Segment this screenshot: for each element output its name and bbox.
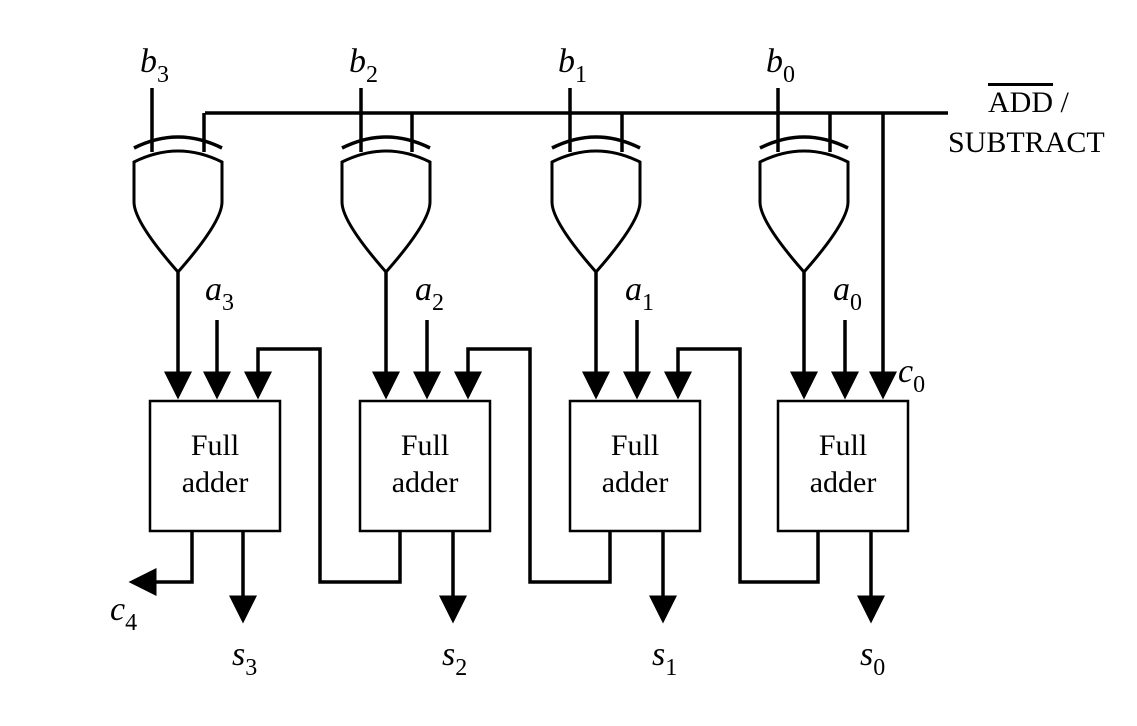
carry-chain-wire (454, 347, 612, 584)
a-input-label: a1 (625, 271, 654, 316)
carry-out-wire (128, 532, 194, 596)
xor-gate-extra-arc (551, 135, 641, 150)
full-adder-label-line2: adder (810, 466, 877, 499)
xor-gate-extra-arc (759, 135, 849, 150)
a-input-label: a3 (205, 271, 234, 316)
xor-gate (550, 149, 642, 275)
adder-stages: Full adder b3 a3 s3 Full adder b2 a2 s2 Full adder b… (132, 43, 910, 681)
add-label: ADD (988, 86, 1053, 119)
sum-output-label: s1 (652, 636, 677, 681)
carry-chain-wire (664, 347, 820, 584)
xor-gate (132, 149, 224, 275)
b-input-label: b3 (140, 43, 169, 88)
full-adder-box (568, 399, 702, 533)
xor-gate-extra-arc (133, 135, 223, 150)
full-adder-label-line1: Full (819, 429, 867, 462)
stage-3: Full adder b0 a0 s0 (758, 43, 910, 681)
a-input-label: a2 (415, 271, 444, 316)
subtract-label: SUBTRACT (948, 126, 1105, 159)
full-adder-label-line1: Full (401, 429, 449, 462)
full-adder-box (358, 399, 492, 533)
stage-1: Full adder b2 a2 s2 (340, 43, 612, 681)
full-adder-label-line2: adder (182, 466, 249, 499)
b-input-label: b1 (558, 43, 587, 88)
b-input-label: b0 (766, 43, 795, 88)
carry-out-label: c4 (110, 591, 137, 636)
b-input-label: b2 (349, 43, 378, 88)
full-adder-label-line1: Full (191, 429, 239, 462)
full-adder-box (776, 399, 910, 533)
xor-gate (758, 149, 850, 275)
xor-gate-extra-arc (341, 135, 431, 150)
carry-in-label: c0 (898, 353, 925, 398)
carry-chain-wire (244, 347, 402, 584)
add-label-slash: / (1053, 86, 1070, 119)
sum-output-label: s2 (442, 636, 467, 681)
full-adder-label-line1: Full (611, 429, 659, 462)
sum-output-label: s0 (860, 636, 885, 681)
add-subtract-label: ADD / (988, 86, 1070, 119)
stage-0: Full adder b3 a3 s3 (132, 43, 402, 681)
full-adder-label-line2: adder (602, 466, 669, 499)
full-adder-box (148, 399, 282, 533)
full-adder-label-line2: adder (392, 466, 459, 499)
xor-gate (340, 149, 432, 275)
sum-output-label: s3 (232, 636, 257, 681)
a-input-label: a0 (833, 271, 862, 316)
stage-2: Full adder b1 a1 s1 (550, 43, 820, 681)
